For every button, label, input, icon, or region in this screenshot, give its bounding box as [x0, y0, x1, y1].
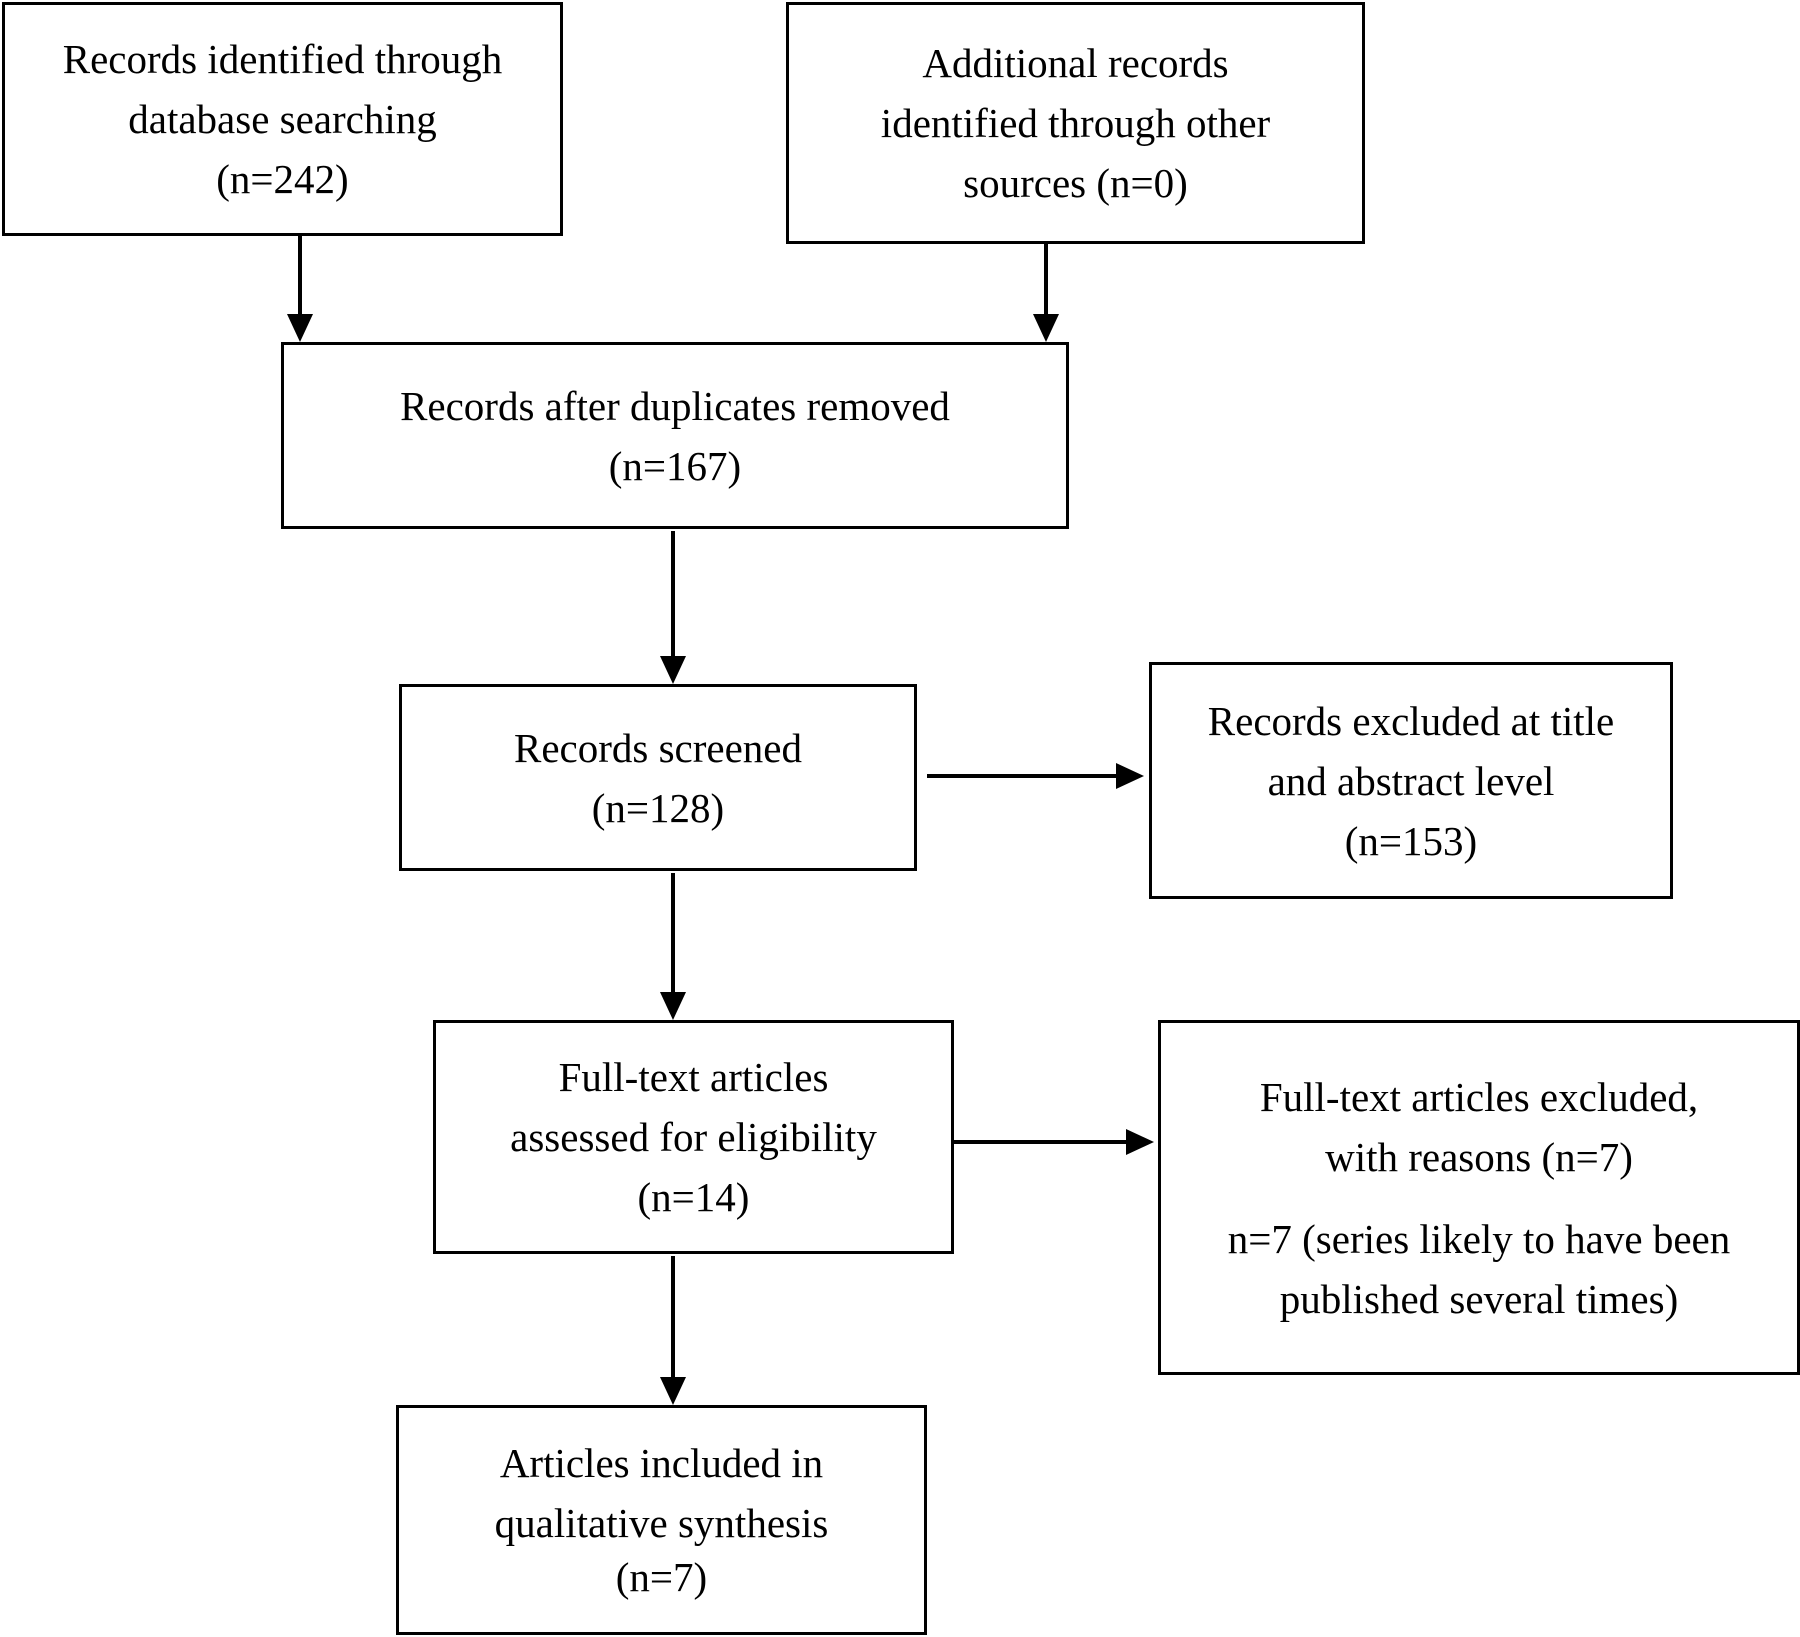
- box-database-line-1: Records identified through: [62, 36, 503, 82]
- arrow-fulltext-to-excluded: [954, 1129, 1154, 1155]
- box-excluded-ta-line-1: Records excluded at title: [1207, 697, 1615, 744]
- arrow-fulltext-to-included: [660, 1256, 686, 1405]
- box-screened-line-2: (n=128): [591, 784, 725, 831]
- box-excluded-ta-line-2: and abstract level: [1267, 757, 1555, 804]
- box-excluded-title-abstract: Records excluded at title and abstract l…: [1149, 662, 1673, 899]
- arrow-database-to-duplicates: [287, 236, 313, 342]
- box-fulltext-excluded: Full-text articles excluded, with reason…: [1158, 1020, 1800, 1375]
- box-fulltext-excluded-line-2: with reasons (n=7): [1325, 1133, 1633, 1180]
- box-articles-included: Articles included in qualitative synthes…: [396, 1405, 927, 1635]
- arrow-duplicates-to-screened: [660, 531, 686, 684]
- box-duplicates-line-2: (n=167): [608, 442, 742, 489]
- box-fulltext-excluded-reason-2: published several times): [1279, 1275, 1679, 1322]
- box-duplicates-removed: Records after duplicates removed (n=167): [281, 342, 1069, 529]
- box-excluded-ta-line-3: (n=153): [1344, 817, 1478, 864]
- box-fulltext-line-3: (n=14): [637, 1174, 750, 1220]
- arrow-other-to-duplicates: [1033, 244, 1059, 342]
- box-fulltext-line-1: Full-text articles: [558, 1054, 829, 1100]
- box-fulltext-excluded-line-1: Full-text articles excluded,: [1259, 1073, 1699, 1120]
- box-database-line-2: database searching: [128, 96, 437, 142]
- arrow-screened-to-excluded: [927, 763, 1144, 789]
- box-screened-line-1: Records screened: [513, 724, 802, 771]
- box-other-line-1: Additional records: [922, 40, 1229, 86]
- box-records-screened: Records screened (n=128): [399, 684, 917, 871]
- arrow-screened-to-fulltext: [660, 873, 686, 1020]
- box-other-sources: Additional records identified through ot…: [786, 2, 1365, 244]
- box-included-line-1: Articles included in: [499, 1440, 824, 1486]
- box-fulltext-assessed: Full-text articles assessed for eligibil…: [433, 1020, 954, 1254]
- box-other-line-2: identified through other: [880, 100, 1271, 146]
- box-database-line-3: (n=242): [216, 156, 349, 202]
- box-fulltext-line-2: assessed for eligibility: [510, 1114, 877, 1160]
- box-included-line-3: (n=7): [615, 1554, 708, 1600]
- box-duplicates-line-1: Records after duplicates removed: [400, 382, 950, 429]
- box-database-records: Records identified through database sear…: [2, 2, 563, 236]
- box-other-line-3: sources (n=0): [963, 160, 1188, 206]
- box-fulltext-excluded-reason-1: n=7 (series likely to have been: [1227, 1215, 1731, 1262]
- box-included-line-2: qualitative synthesis: [494, 1500, 829, 1546]
